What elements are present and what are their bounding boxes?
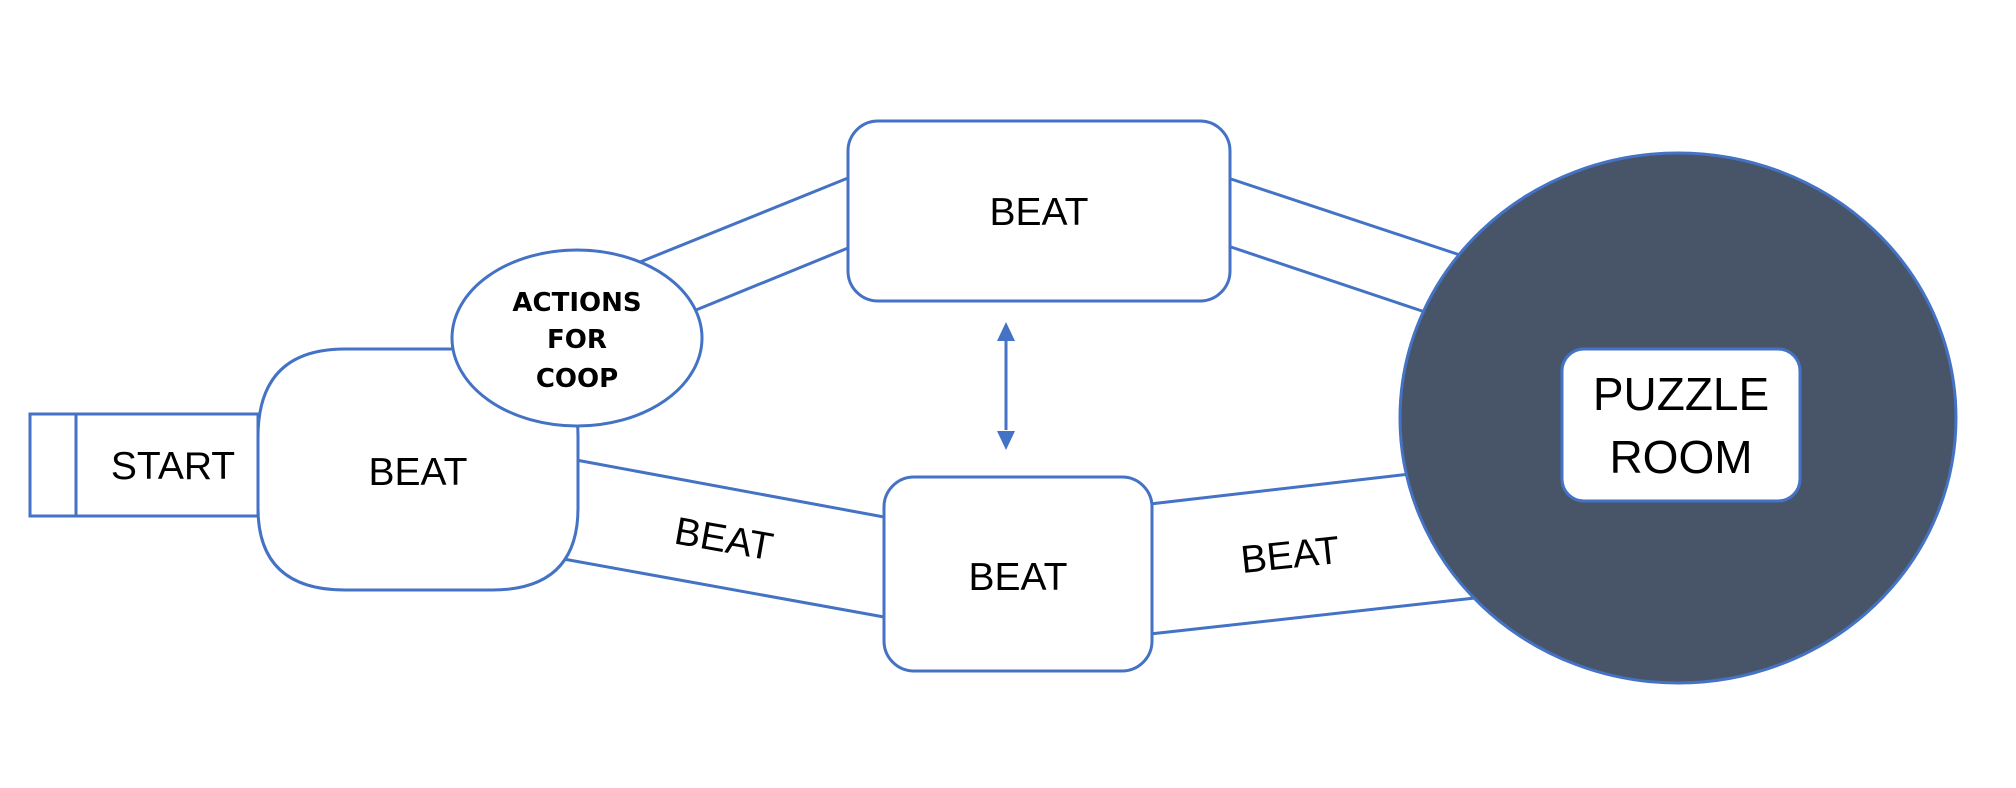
puzzle-room-box bbox=[1560, 347, 1802, 503]
connector-bottom-room-label: BEAT bbox=[1239, 529, 1342, 582]
puzzle-room-line-1: PUZZLE bbox=[1593, 368, 1769, 420]
connector-bottom-room-upper bbox=[1149, 472, 1411, 506]
start-label: START bbox=[111, 445, 235, 488]
start-box bbox=[28, 412, 260, 518]
puzzle-room-line-2: ROOM bbox=[1609, 431, 1752, 483]
connector-top-room-upper bbox=[1227, 176, 1461, 257]
connector-actions-top-lower bbox=[695, 246, 849, 312]
connector-left-bottom-lower bbox=[557, 556, 885, 619]
beat-top-node: BEAT bbox=[846, 119, 1232, 303]
connector-left-bottom-label: BEAT bbox=[671, 510, 776, 570]
connector-left-bottom-upper bbox=[575, 458, 885, 519]
beat-bottom-box bbox=[882, 475, 1154, 673]
beat-top-label: BEAT bbox=[990, 191, 1089, 234]
puzzle-room-node: PUZZLE ROOM bbox=[1398, 151, 1958, 685]
connector-bottom-room-lower bbox=[1149, 596, 1476, 636]
arrow-head-up-icon bbox=[997, 322, 1015, 341]
start-node: START bbox=[28, 412, 260, 518]
beat-bottom-label: BEAT bbox=[969, 556, 1068, 599]
beat-bottom-node: BEAT bbox=[882, 475, 1154, 673]
connector-top-room-lower bbox=[1227, 244, 1426, 314]
actions-line-1: ACTIONS bbox=[512, 288, 641, 318]
actions-line-3: COOP bbox=[536, 364, 618, 394]
double-arrow-icon bbox=[997, 322, 1015, 450]
actions-ellipse bbox=[450, 248, 704, 428]
beat-left-label: BEAT bbox=[369, 451, 468, 494]
actions-line-2: FOR bbox=[547, 325, 607, 355]
connector-actions-top-upper bbox=[639, 176, 849, 264]
arrow-head-down-icon bbox=[997, 431, 1015, 450]
beat-top-box bbox=[846, 119, 1232, 303]
actions-node: ACTIONS FOR COOP bbox=[450, 248, 704, 428]
